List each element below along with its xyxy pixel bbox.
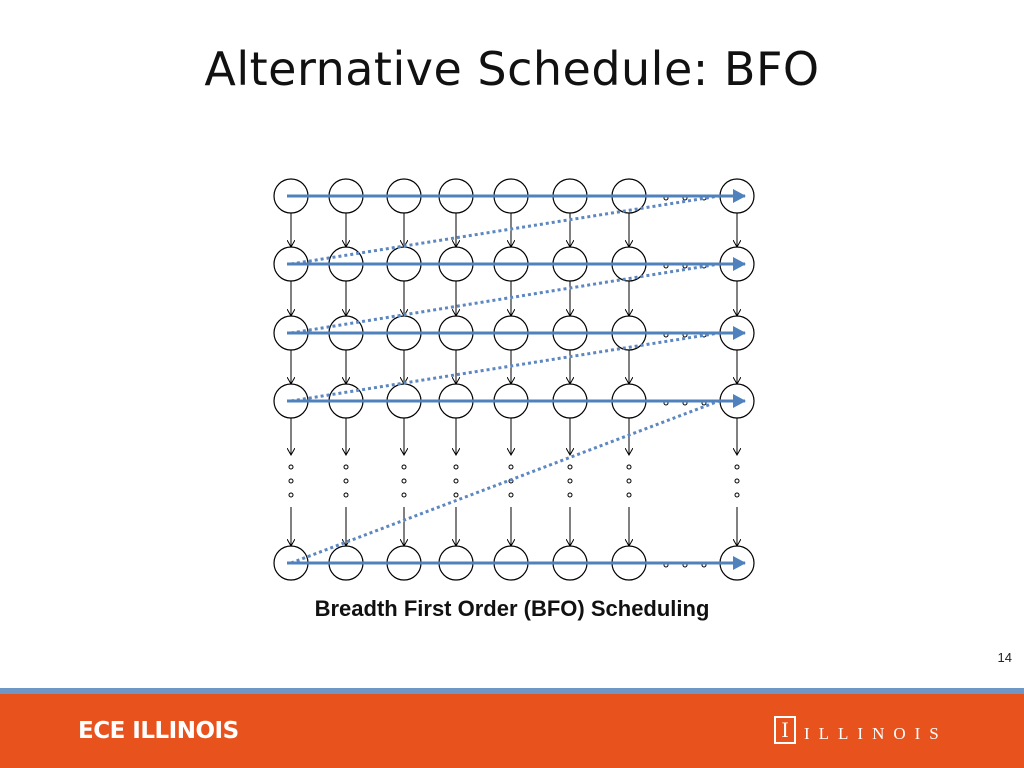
footer-illinois-wordmark: ILLINOIS: [804, 724, 948, 743]
vertical-ellipsis-dot: [567, 492, 573, 498]
vertical-ellipsis-dot: [453, 464, 459, 470]
vertical-ellipsis-dot: [626, 478, 632, 484]
page-number: 14: [997, 650, 1012, 665]
row-schedule-arrows: [287, 189, 746, 570]
slide-title: Alternative Schedule: BFO: [204, 42, 820, 96]
vertical-ellipsis-dot: [288, 464, 294, 470]
vertical-ellipsis-dot: [626, 464, 632, 470]
vertical-ellipsis-dot: [453, 492, 459, 498]
ellipsis-dots: [288, 195, 740, 568]
vertical-ellipsis-dot: [401, 492, 407, 498]
diagram-caption: Breadth First Order (BFO) Scheduling: [314, 596, 710, 621]
vertical-ellipsis-dot: [734, 492, 740, 498]
wrap-dotted-arrow: [290, 262, 720, 335]
vertical-ellipsis-dot: [734, 464, 740, 470]
footer-accent-stripe: [0, 688, 1024, 694]
vertical-ellipsis-dot: [567, 464, 573, 470]
vertical-ellipsis-dot: [288, 478, 294, 484]
vertical-ellipsis-dot: [288, 492, 294, 498]
wrap-dotted-arrow: [290, 331, 720, 403]
vertical-ellipsis-dot: [508, 492, 514, 498]
row-wrap-arrows: [290, 194, 720, 565]
vertical-ellipsis-dot: [401, 478, 407, 484]
vertical-ellipsis-dot: [401, 464, 407, 470]
vertical-ellipsis-dot: [508, 464, 514, 470]
footer-ece-illinois: ECE ILLINOIS: [78, 718, 239, 744]
vertical-ellipsis-dot: [734, 478, 740, 484]
footer-band: [0, 694, 1024, 768]
vertical-ellipsis-dot: [343, 464, 349, 470]
wrap-dotted-arrow: [290, 194, 720, 266]
illinois-logo-icon: I: [774, 716, 796, 744]
wrap-dotted-arrow: [290, 399, 720, 565]
vertical-ellipsis-dot: [567, 478, 573, 484]
vertical-ellipsis-dot: [343, 478, 349, 484]
vertical-ellipsis-dot: [453, 478, 459, 484]
vertical-ellipsis-dot: [626, 492, 632, 498]
vertical-ellipsis-dot: [343, 492, 349, 498]
